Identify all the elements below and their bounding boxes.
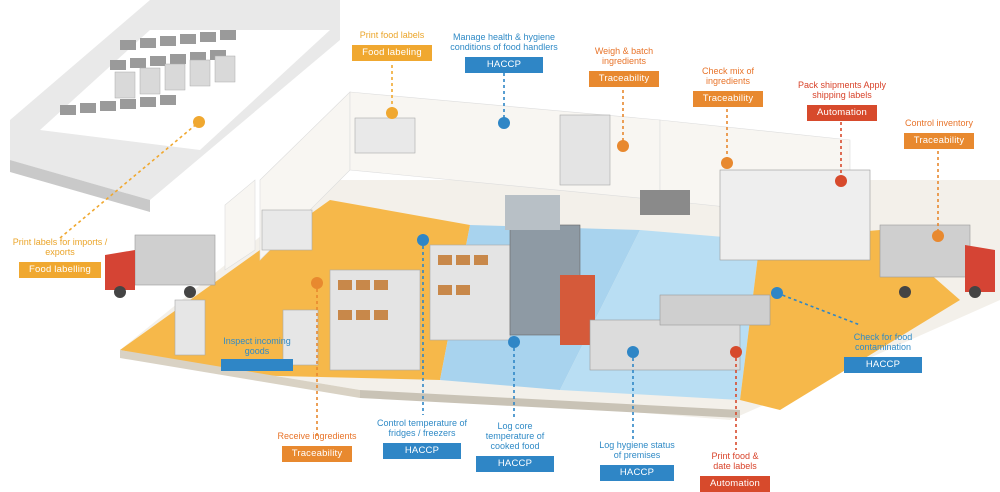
callout-caption: Receive ingredients xyxy=(277,431,357,441)
callout-hygiene: Manage health & hygiene conditions of fo… xyxy=(440,32,568,73)
callout-tag: Traceability xyxy=(692,91,764,107)
callout-check-mix: Check mix of ingredients Traceability xyxy=(682,66,774,107)
callout-contamination: Check for food contamination HACCP xyxy=(836,332,930,373)
callout-receive: Receive ingredients Traceability xyxy=(272,431,362,462)
equipment xyxy=(174,114,871,371)
callout-caption: Pack shipments Apply shipping labels xyxy=(797,80,887,100)
leader-lines xyxy=(59,65,939,450)
callout-caption: Weigh & batch ingredients xyxy=(594,46,654,66)
callout-pack-ship: Pack shipments Apply shipping labels Aut… xyxy=(796,80,888,121)
callout-caption: Control temperature of fridges / freezer… xyxy=(376,418,468,438)
callout-inspect-goods: Inspect incoming goods xyxy=(212,336,302,376)
callout-food-labelling-import: Print labels for imports / exports Food … xyxy=(0,237,120,278)
callout-caption: Manage health & hygiene conditions of fo… xyxy=(450,32,558,52)
warehouse-inset xyxy=(10,0,340,212)
callout-tag: Food labelling xyxy=(19,262,101,278)
callout-date-labels: Print food & date labels Automation xyxy=(694,451,776,492)
callout-caption: Check mix of ingredients xyxy=(701,66,754,86)
callout-caption: Inspect incoming goods xyxy=(223,336,291,356)
callout-fridge-temp: Control temperature of fridges / freezer… xyxy=(376,418,468,459)
callout-caption: Log hygiene status of premises xyxy=(599,440,675,460)
callout-tag: HACCP xyxy=(382,443,462,459)
callout-tag-bar xyxy=(221,359,293,371)
delivery-truck-left xyxy=(105,234,216,298)
callout-markers xyxy=(311,107,944,358)
callout-core-temp: Log core temperature of cooked food HACC… xyxy=(474,421,556,472)
delivery-truck-right xyxy=(879,224,995,298)
callout-tag: Traceability xyxy=(281,446,353,462)
callout-caption: Print labels for imports / exports xyxy=(12,237,108,257)
callout-log-hygiene: Log hygiene status of premises HACCP xyxy=(596,440,678,481)
callout-tag: Automation xyxy=(699,476,771,492)
callout-print-food-labels: Print food labels Food labeling xyxy=(352,30,432,61)
callout-tag: HACCP xyxy=(843,357,923,373)
callout-tag: Automation xyxy=(806,105,878,121)
callout-caption: Log core temperature of cooked food xyxy=(485,421,545,451)
callout-tag: HACCP xyxy=(475,456,555,472)
callout-weigh: Weigh & batch ingredients Traceability xyxy=(578,46,670,87)
callout-tag: Traceability xyxy=(588,71,660,87)
callout-caption: Print food & date labels xyxy=(711,451,759,471)
callout-tag: Food labeling xyxy=(352,45,432,61)
callout-tag: Traceability xyxy=(903,133,975,149)
callout-tag: HACCP xyxy=(599,465,675,481)
callout-caption: Check for food contamination xyxy=(853,332,913,352)
callout-control-inventory: Control inventory Traceability xyxy=(893,118,985,149)
callout-tag: HACCP xyxy=(464,57,544,73)
callout-caption: Print food labels xyxy=(359,30,425,40)
callout-caption: Control inventory xyxy=(904,118,974,128)
